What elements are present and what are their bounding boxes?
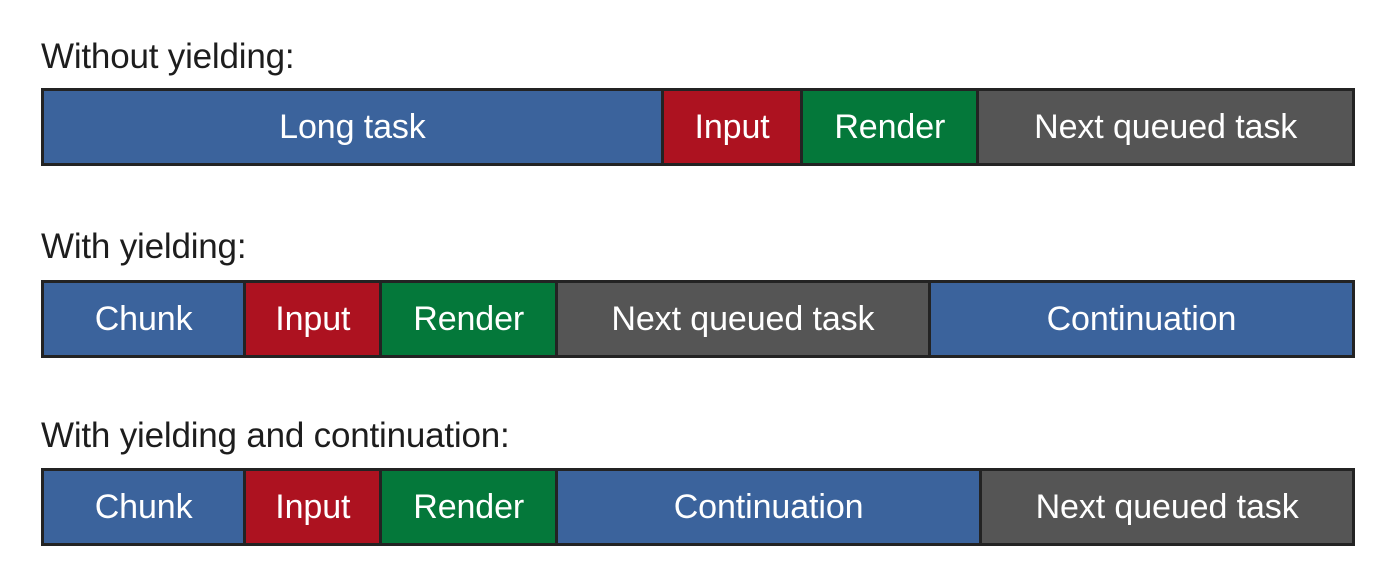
segment-render: Render — [379, 283, 555, 355]
segment-input: Input — [243, 283, 380, 355]
segment-chunk: Chunk — [44, 471, 244, 543]
segment-label: Next queued task — [611, 300, 875, 338]
segment-label: Next queued task — [1034, 108, 1298, 146]
segment-label: Input — [275, 488, 351, 526]
segment-label: Continuation — [673, 488, 864, 526]
row-label-with-yielding: With yielding: — [41, 227, 247, 266]
segment-input: Input — [660, 91, 801, 163]
segment-label: Render — [413, 300, 525, 338]
row-label-without-yielding: Without yielding: — [41, 37, 295, 76]
segment-label: Chunk — [94, 300, 193, 338]
segment-continuation: Continuation — [555, 471, 980, 543]
segment-long-task: Long task — [44, 91, 661, 163]
timeline-bar-with-yielding-and-continuation: Chunk Input Render Continuation Next que… — [41, 468, 1355, 546]
segment-label: Next queued task — [1035, 488, 1299, 526]
segment-render: Render — [379, 471, 555, 543]
segment-label: Render — [834, 108, 946, 146]
segment-next-queued-task: Next queued task — [555, 283, 928, 355]
timeline-bar-with-yielding: Chunk Input Render Next queued task Cont… — [41, 280, 1355, 358]
segment-render: Render — [800, 91, 977, 163]
timeline-bar-without-yielding: Long task Input Render Next queued task — [41, 88, 1355, 166]
row-label-with-yielding-and-continuation: With yielding and continuation: — [41, 416, 510, 455]
segment-label: Render — [413, 488, 525, 526]
segment-input: Input — [243, 471, 380, 543]
segment-continuation: Continuation — [927, 283, 1352, 355]
segment-label: Chunk — [94, 488, 193, 526]
segment-label: Long task — [279, 108, 426, 146]
segment-label: Input — [694, 108, 770, 146]
segment-label: Input — [275, 300, 351, 338]
segment-chunk: Chunk — [44, 283, 244, 355]
segment-next-queued-task: Next queued task — [976, 91, 1352, 163]
segment-next-queued-task: Next queued task — [979, 471, 1352, 543]
segment-label: Continuation — [1046, 300, 1237, 338]
